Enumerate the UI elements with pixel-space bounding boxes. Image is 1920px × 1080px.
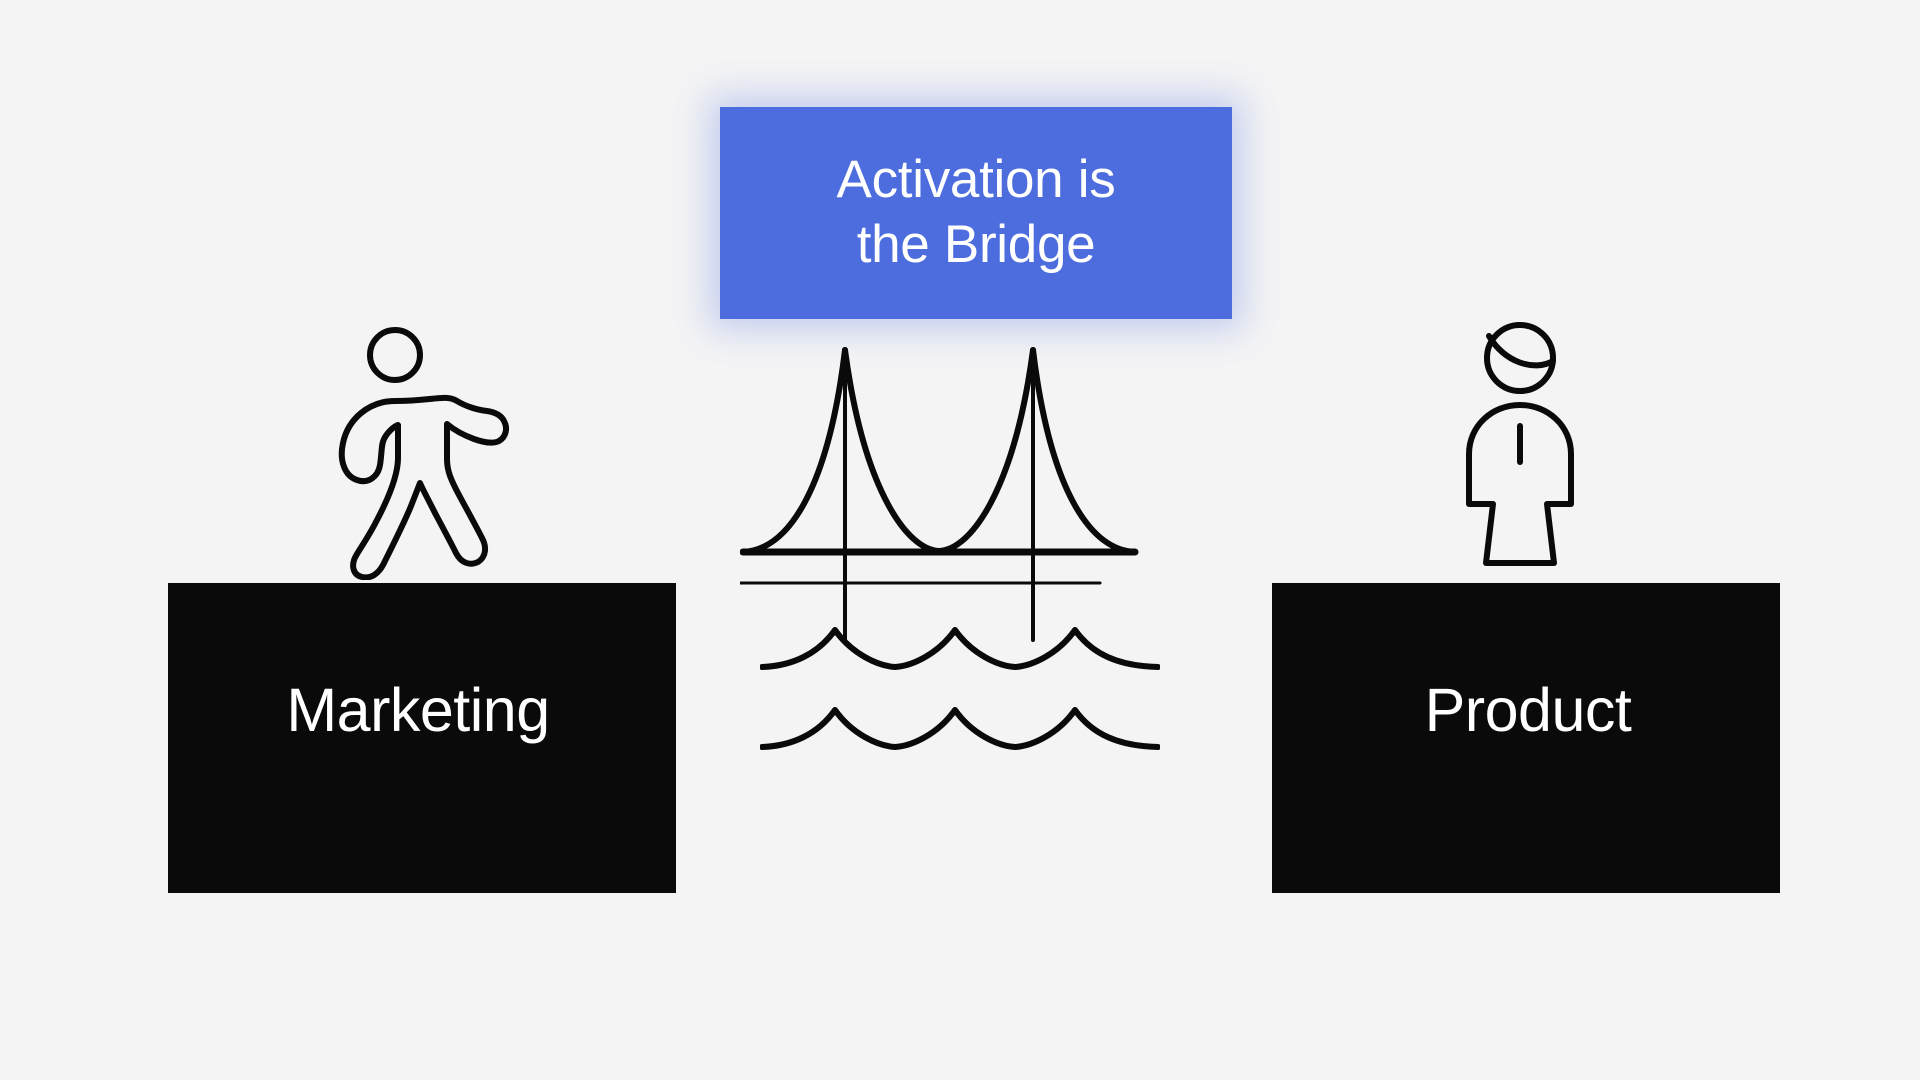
callout-activation-bridge[interactable]: Activation is the Bridge [720,107,1232,319]
block-marketing-label: Marketing [286,675,550,744]
callout-line-1: Activation is [836,150,1116,210]
block-product-label: Product [1424,675,1632,744]
suspension-bridge-icon [740,347,1139,642]
block-marketing[interactable]: Marketing [168,583,676,893]
water-waves-icon [760,627,1160,750]
callout-line-2: the Bridge [856,215,1096,274]
block-product[interactable]: Product [1272,583,1780,893]
standing-person-icon [1466,322,1574,566]
walking-person-icon [338,327,510,580]
